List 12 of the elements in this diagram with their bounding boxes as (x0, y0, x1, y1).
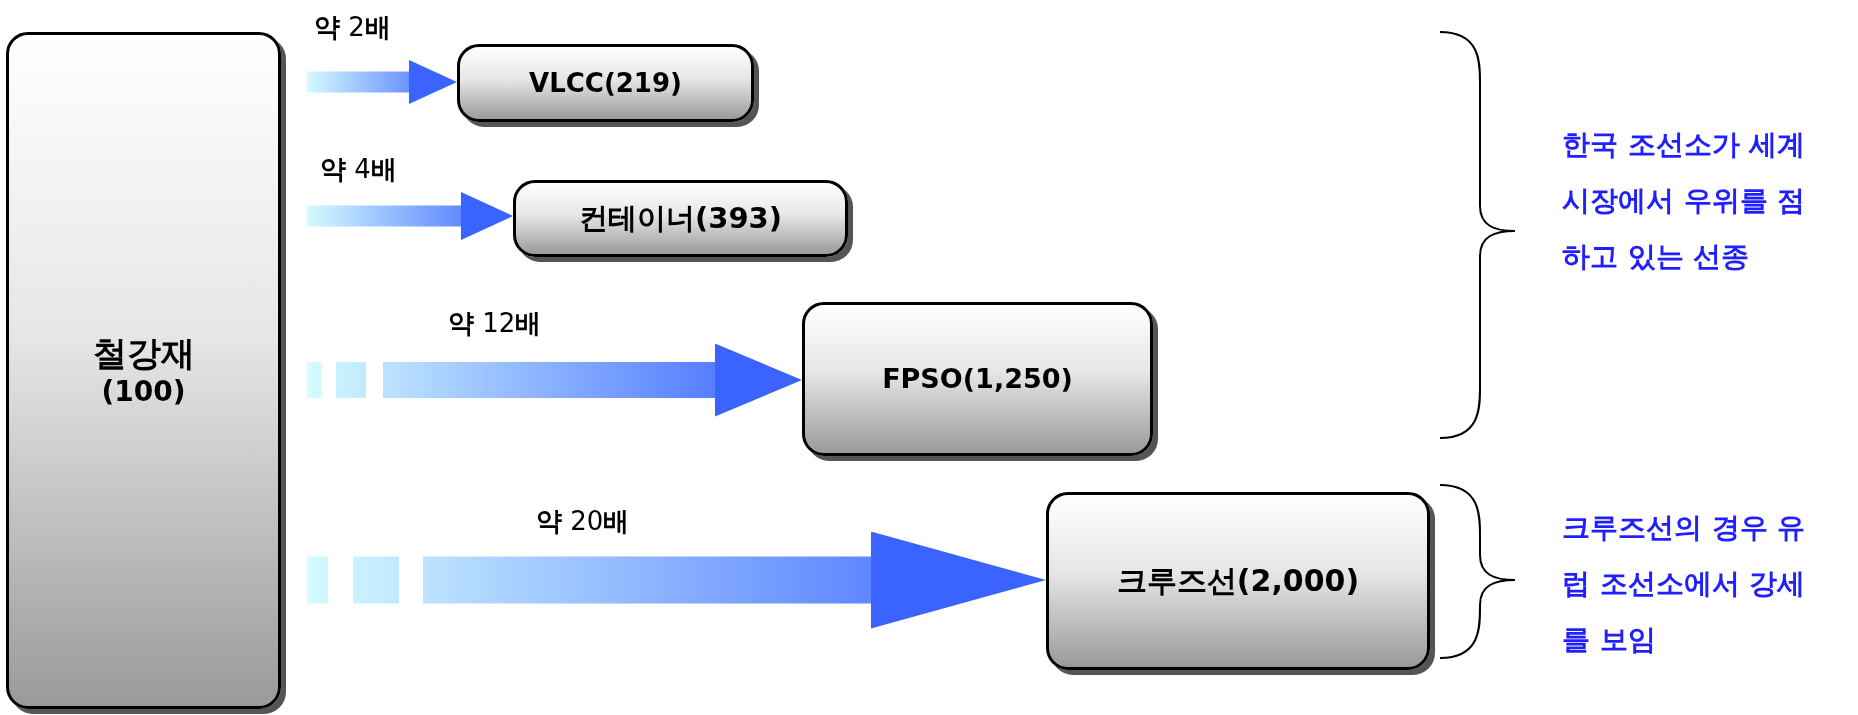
edge-label: 약 2배 (314, 11, 391, 44)
note-text: 한국 조선소가 세계 시장에서 우위를 점하고 있는 선종 (1562, 127, 1807, 275)
node-label: 크루즈선(2,000) (1116, 562, 1360, 600)
node-label: 컨테이너(393) (578, 200, 782, 237)
node-label: 철강재 (92, 331, 195, 375)
edge-label: 약 20배 (536, 505, 630, 538)
note-text: 크루즈선의 경우 유럽 조선소에서 강세를 보임 (1562, 510, 1807, 658)
edge-label: 약 4배 (320, 153, 397, 186)
node-label: FPSO(1,250) (882, 362, 1073, 396)
edge-label: 약 12배 (448, 307, 542, 340)
node-value: (100) (101, 374, 186, 410)
node-label: VLCC(219) (529, 66, 682, 100)
